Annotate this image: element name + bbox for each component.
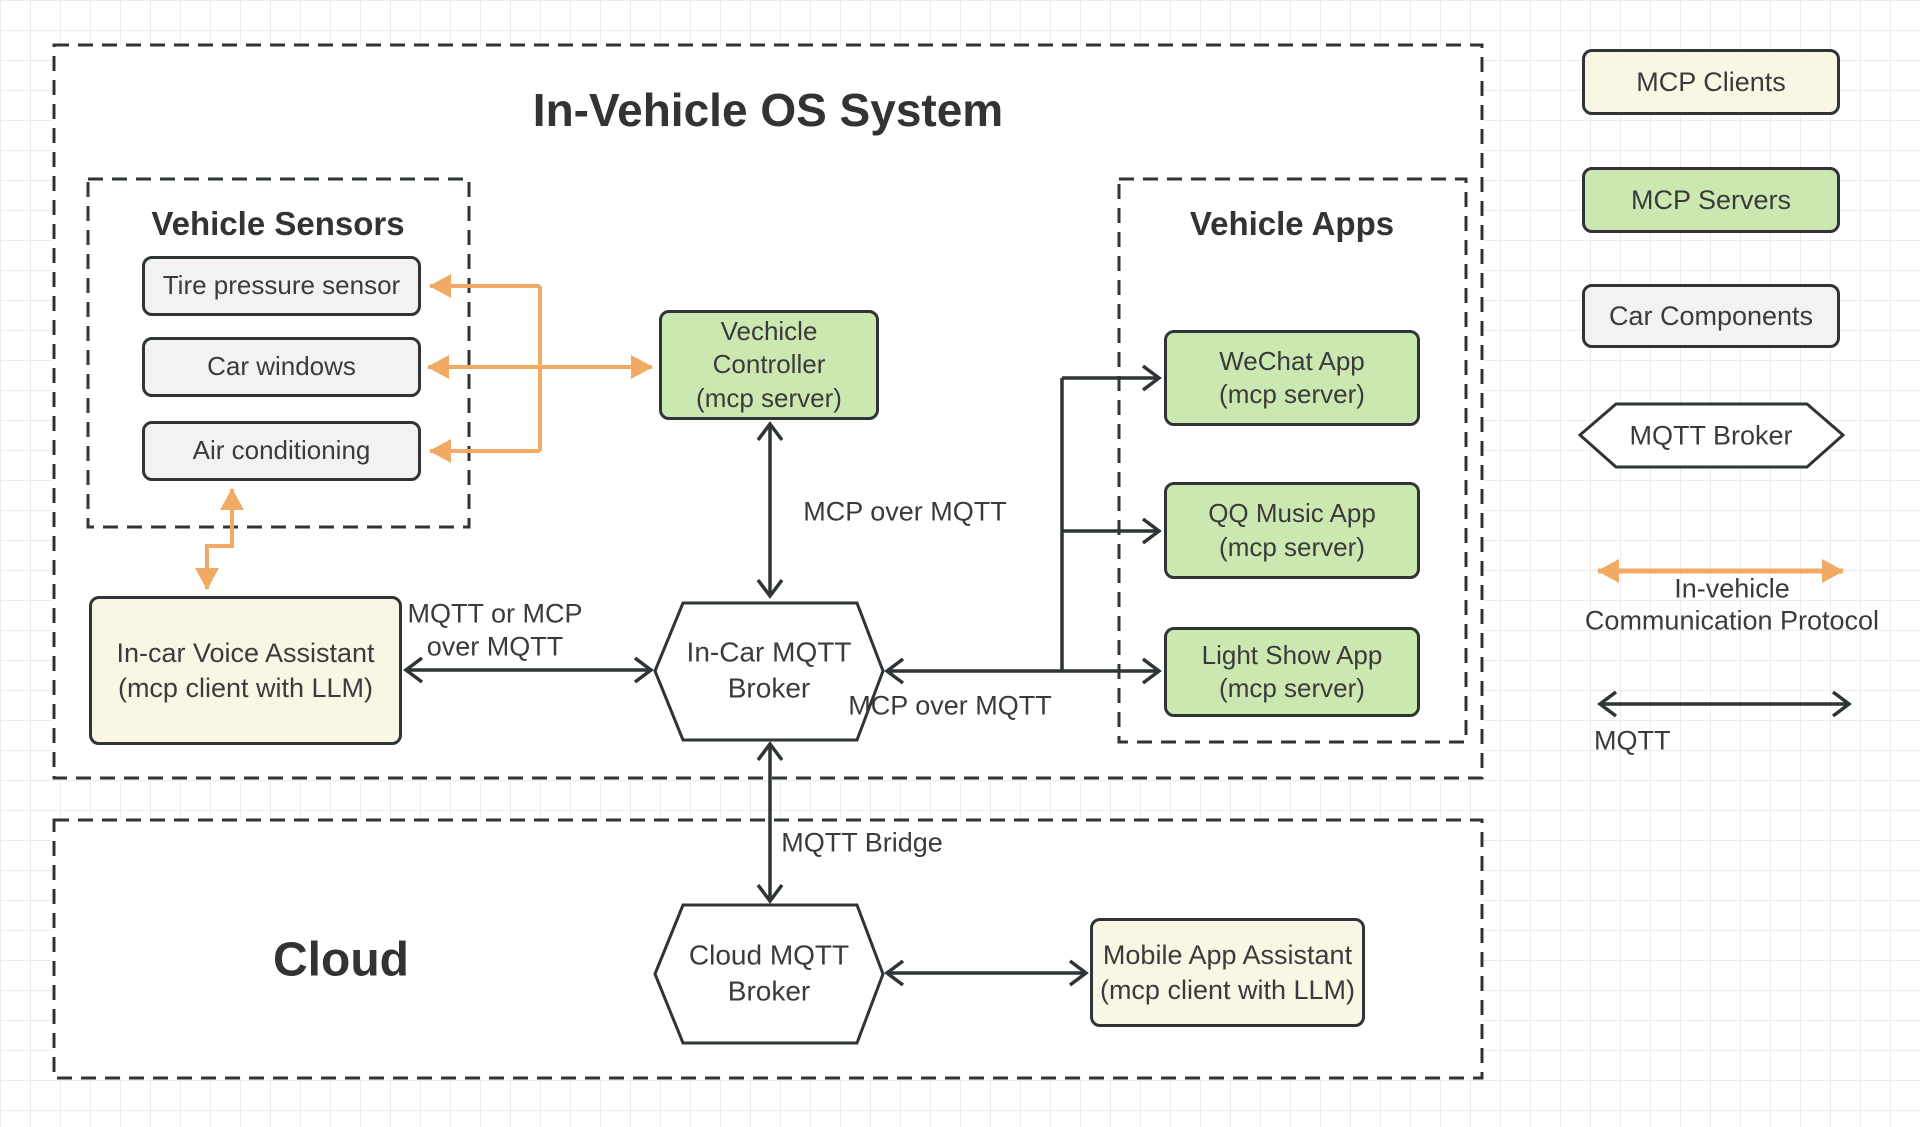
node-label-line2: (mcp client with LLM) [117, 672, 374, 703]
legend-mcp-clients: MCP Clients [1582, 49, 1840, 115]
legend-label: MCP Servers [1630, 184, 1792, 215]
orange-arrow-assistant-sensors [195, 488, 244, 590]
cloud-title: Cloud [273, 933, 409, 987]
node-cloud-mqtt-broker: Cloud MQTT Broker [689, 938, 849, 1011]
legend-label: Car Components [1608, 300, 1814, 331]
node-label-line1: Cloud MQTT [688, 939, 850, 971]
node-mobile-app-assistant: Mobile App Assistant (mcp client with LL… [1090, 918, 1365, 1027]
legend-label: MCP Clients [1636, 66, 1786, 97]
legend-in-vehicle-protocol-line2: Communication Protocol [1584, 605, 1880, 636]
legend-in-vehicle-protocol-line1: In-vehicle [1674, 573, 1790, 604]
node-label: Air conditioning [192, 435, 371, 466]
cloud-mqtt-broker-hexagon [653, 903, 885, 1045]
vehicle-sensors-title: Vehicle Sensors [151, 205, 405, 242]
node-label-line2: (mcp server) [1219, 379, 1365, 409]
node-light-show-app: Light Show App (mcp server) [1164, 627, 1420, 717]
vehicle-apps-title: Vehicle Apps [1189, 205, 1395, 242]
edge-label-mcp-over-mqtt-apps: MCP over MQTT [848, 690, 1052, 721]
node-label-line1: In-Car MQTT [686, 636, 852, 668]
node-wechat-app: WeChat App (mcp server) [1164, 330, 1420, 426]
node-label-line2: Controller [712, 349, 826, 380]
legend-mqtt-broker-hexagon [1577, 402, 1846, 469]
node-in-car-mqtt-broker: In-Car MQTT Broker [687, 635, 852, 708]
node-air-conditioning: Air conditioning [142, 421, 421, 481]
page-title: In-Vehicle OS System [532, 84, 1004, 136]
node-label-line1: Light Show App [1201, 639, 1383, 670]
legend-mqtt-broker: MQTT Broker [1629, 420, 1793, 451]
node-label-line2: (mcp server) [1219, 673, 1365, 703]
node-label-line1: In-car Voice Assistant [116, 637, 375, 668]
node-qq-music-app: QQ Music App (mcp server) [1164, 482, 1420, 579]
node-label-line1: Mobile App Assistant [1102, 939, 1353, 970]
node-label-line2: Broker [727, 673, 811, 704]
legend-mqtt-label: MQTT [1594, 725, 1671, 756]
edge-label-mqtt-bridge: MQTT Bridge [781, 827, 943, 858]
node-in-car-voice-assistant: In-car Voice Assistant (mcp client with … [89, 596, 402, 745]
node-label-line1: Vechicle [720, 316, 818, 347]
node-tire-pressure-sensor: Tire pressure sensor [142, 256, 421, 316]
legend-car-components: Car Components [1582, 284, 1840, 348]
node-label-line2: Broker [727, 976, 811, 1007]
node-label-line2: (mcp client with LLM) [1099, 974, 1356, 1005]
node-label-line1: QQ Music App [1208, 498, 1376, 529]
in-car-mqtt-broker-hexagon [653, 601, 885, 742]
node-label: Car windows [207, 351, 356, 382]
vehicle-sensors-container [86, 177, 471, 529]
node-label-line3: (mcp server) [696, 382, 842, 413]
edge-label-mqtt-or-mcp-line2: over MQTT [426, 631, 564, 662]
node-vehicle-controller: Vechicle Controller (mcp server) [659, 310, 879, 420]
edge-label-mcp-over-mqtt-controller: MCP over MQTT [803, 496, 1007, 527]
edge-label-mqtt-or-mcp-line1: MQTT or MCP [407, 598, 583, 629]
node-label: Tire pressure sensor [162, 270, 401, 301]
vehicle-apps-container [1117, 177, 1468, 744]
node-label-line1: WeChat App [1219, 345, 1365, 376]
node-car-windows: Car windows [142, 337, 421, 397]
legend-mcp-servers: MCP Servers [1582, 167, 1840, 233]
node-label-line2: (mcp server) [1219, 531, 1365, 562]
